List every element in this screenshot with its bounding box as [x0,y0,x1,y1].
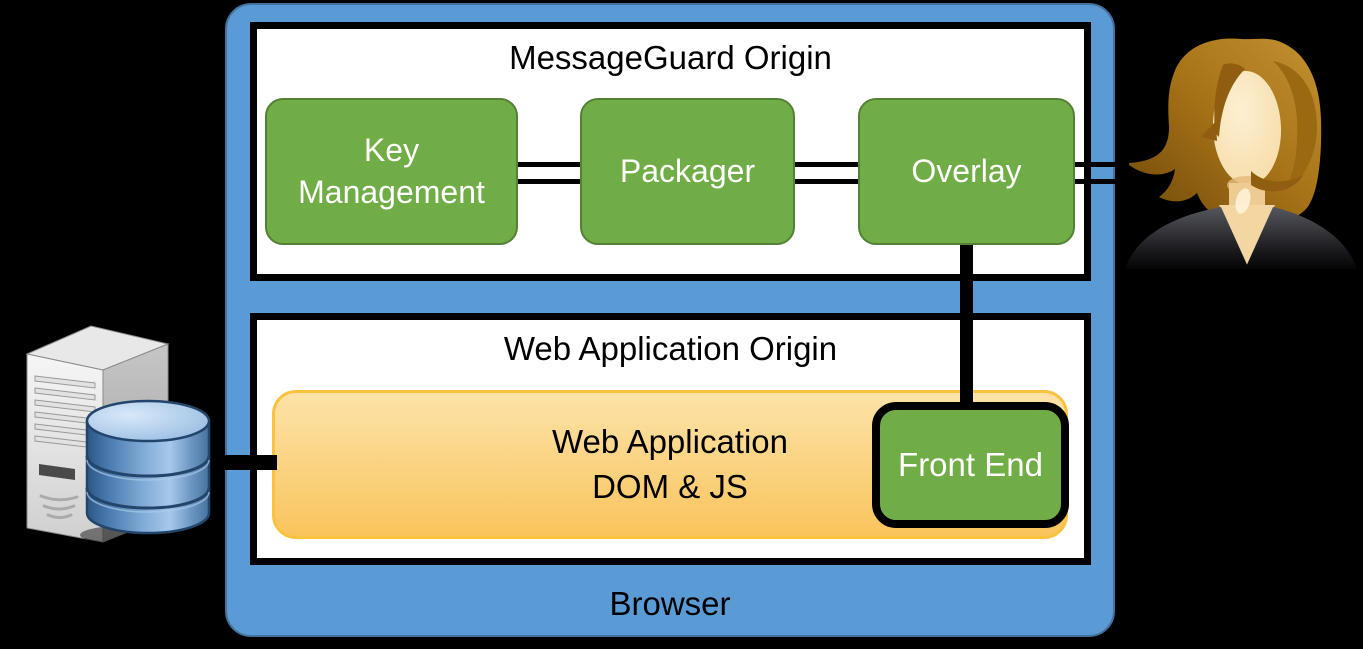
messageguard-origin-title: MessageGuard Origin [509,39,832,76]
web-application-dom-js-line2: DOM & JS [592,467,748,505]
web-application-origin-title: Web Application Origin [503,330,838,367]
front-end-label: Front End [898,446,1043,483]
thick-link-overlay-frontend [960,244,973,410]
woman-user-icon [1125,38,1357,269]
thick-link-database-webapp [193,455,277,470]
node-key-management: Key Management [265,98,518,245]
key-management-line1: Key [363,131,420,168]
server-database-icon [25,325,215,546]
web-application-dom-js-line1: Web Application [551,422,789,460]
double-link-overlay-user [1074,162,1134,184]
key-management-line2: Management [298,173,485,210]
node-packager: Packager [580,98,795,245]
double-link-packager-overlay [794,162,859,184]
double-link-keymanagement-packager [516,162,581,184]
node-overlay: Overlay [858,98,1075,245]
browser-label: Browser [609,585,731,622]
node-front-end: Front End [872,402,1069,528]
overlay-label: Overlay [911,152,1022,189]
packager-label: Packager [619,152,756,189]
